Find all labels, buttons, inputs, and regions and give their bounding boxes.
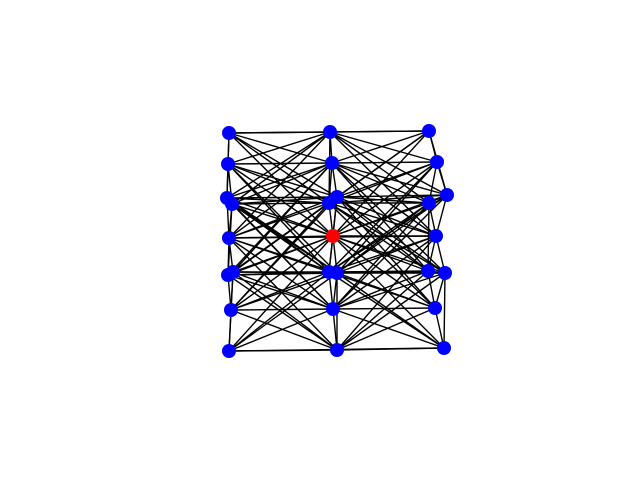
graph-edge [227,131,331,165]
graph-edge [336,272,446,351]
graph-edge [329,131,438,163]
graph-edge [228,132,330,204]
graph-edge [336,161,438,274]
graph-node [421,264,435,278]
graph-edge [336,307,436,351]
graph-node [222,231,236,245]
graph-edge [435,194,448,237]
graph-node [429,229,443,243]
graph-node [330,190,344,204]
graph-edge [228,272,338,352]
graph-edge [228,271,330,352]
graph-node-highlighted [326,229,340,243]
graph-node [326,302,340,316]
graph-node [221,157,235,171]
graph-node [437,341,451,355]
graph-edge [230,235,334,311]
graph-edge [336,235,437,274]
graph-edge [226,162,333,199]
graph-edge [231,202,330,205]
graph-edge [336,235,437,351]
graph-node [438,266,452,280]
graph-edge [328,161,438,273]
graph-edge [232,162,333,273]
graph-edge [336,130,430,198]
graph-edge [230,196,338,311]
graph-edge [336,161,438,198]
graph-edge [328,202,430,273]
graph-edge [232,196,338,273]
graph-edge [231,131,331,205]
graph-node [440,188,454,202]
graph-edge [230,309,338,351]
graph-node [330,266,344,280]
graph-node [323,125,337,139]
graph-edge [336,202,430,274]
graph-edge [228,308,334,352]
graph-node [225,197,239,211]
graph-edge [228,132,338,198]
graph-edge [228,131,331,239]
graph-edge [228,162,333,239]
graph-node [422,196,436,210]
graph-edge [332,270,429,310]
graph-edge [332,161,438,237]
graph-edge [227,163,338,198]
graph-edge [331,130,430,164]
graph-edge [427,202,430,272]
graph-edge [332,194,448,310]
graph-edge [336,196,429,272]
graph-edge [336,270,429,351]
graph-node [330,343,344,357]
graph-edge [226,131,331,199]
graph-node [422,124,436,138]
graph-node [222,344,236,358]
graph-node [224,303,238,317]
graph-node [430,155,444,169]
graph-edge [332,235,437,310]
graph-edge [231,162,333,205]
graph-edge [227,163,330,204]
graph-edge [232,271,338,274]
graph-edge [228,235,334,352]
graph-nodes [220,124,454,358]
graph-node [325,156,339,170]
graph-edge [332,130,430,237]
graph-edge [336,272,436,309]
graph-node [226,265,240,279]
graph-edge [231,196,338,205]
graph-node [222,126,236,140]
graph-edge [336,194,448,198]
graph-edge [443,272,446,349]
graph-edge [332,202,430,310]
graph-edge [329,131,448,196]
graph-node [428,301,442,315]
